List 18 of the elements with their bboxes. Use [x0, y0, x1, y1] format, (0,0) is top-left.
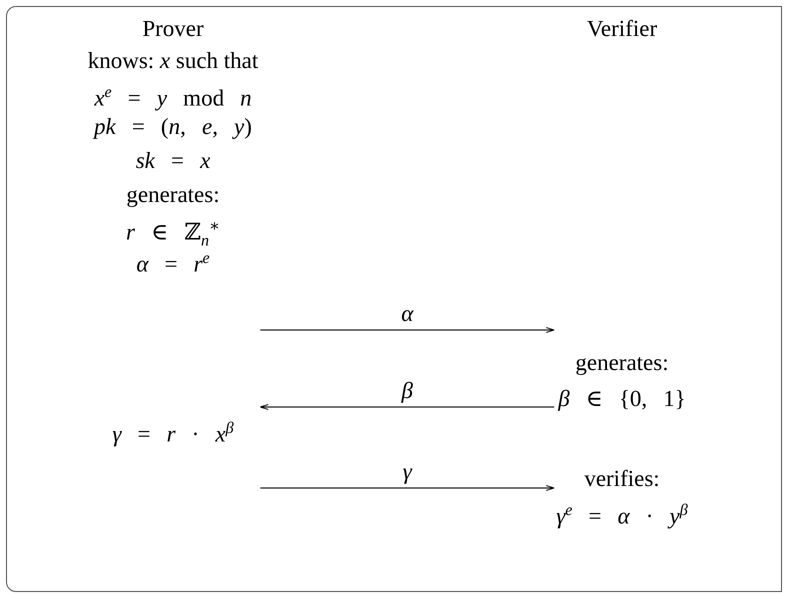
text-line: generates: — [575, 349, 669, 377]
equation: γ$^{e}$ = α · y$^{β}$ — [556, 501, 688, 531]
frame-border — [6, 6, 782, 592]
equation: β ∈ {0, 1} — [558, 385, 686, 413]
column-heading: Prover — [142, 15, 204, 43]
arrow — [260, 404, 555, 410]
equation: sk = x — [136, 147, 210, 175]
edge-label: β — [398, 379, 416, 403]
text-line: verifies: — [584, 465, 660, 493]
equation: α = r$^{e}$ — [136, 249, 210, 279]
equation: γ = r · x$^{β}$ — [112, 419, 234, 449]
text-line: generates: — [126, 181, 220, 209]
column-heading: Verifier — [586, 15, 658, 43]
equation: x$^{e}$ = y mod n — [94, 83, 252, 113]
arrow — [260, 485, 555, 491]
text-line: knows: x such that — [88, 47, 258, 75]
arrow — [260, 327, 555, 333]
equation: pk = (n, e, y) — [94, 113, 252, 141]
